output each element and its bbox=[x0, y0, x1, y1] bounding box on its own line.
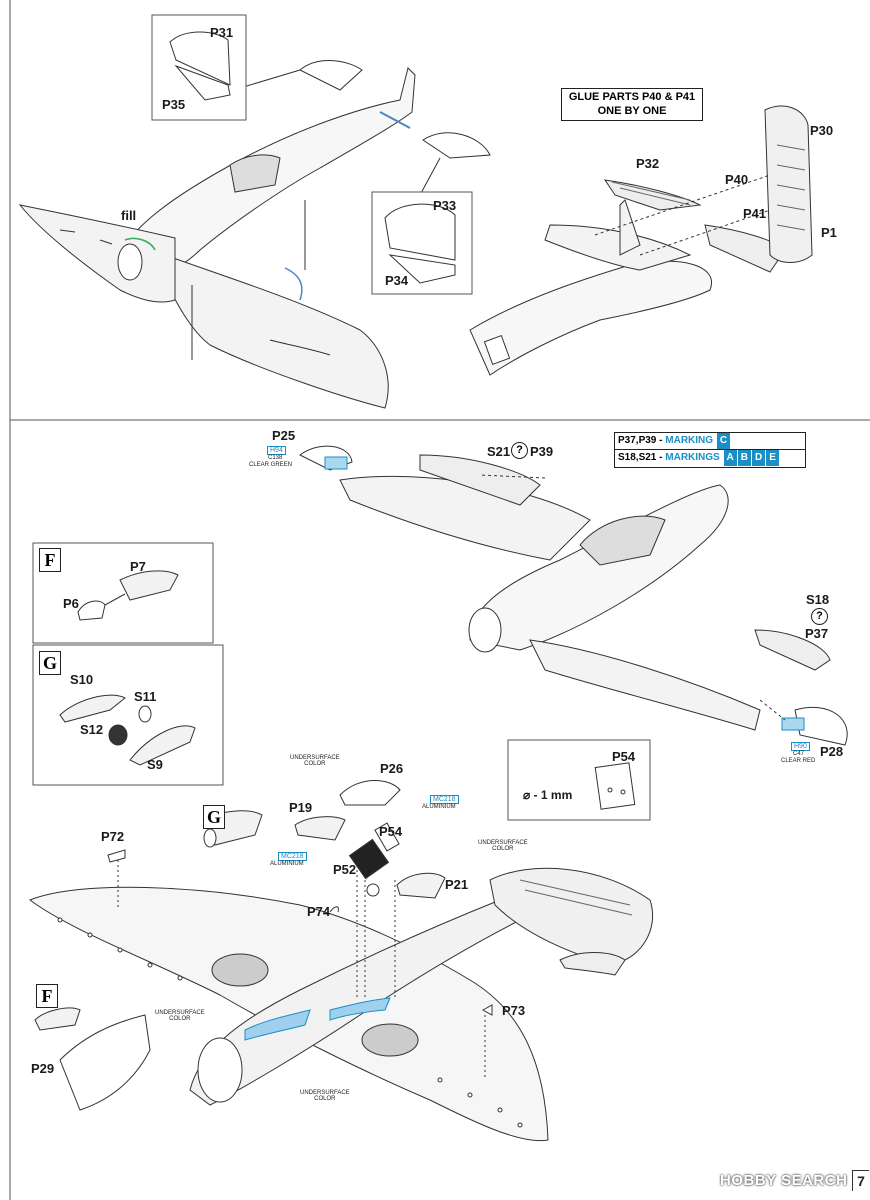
variant-g-badge: G bbox=[39, 651, 61, 675]
part-label-p29: P29 bbox=[31, 1061, 55, 1076]
undersurface-text: UNDERSURFACE bbox=[478, 840, 528, 846]
part-label-p25: P25 bbox=[272, 428, 296, 443]
part-label-p30: P30 bbox=[810, 123, 834, 138]
step2-tail-drawing bbox=[469, 105, 813, 376]
undersurface-text: UNDERSURFACE bbox=[300, 1090, 350, 1096]
markings-row1-label: MARKING bbox=[665, 435, 714, 446]
color-text: COLOR bbox=[169, 1016, 191, 1022]
marking-letter-c: C bbox=[716, 433, 731, 449]
undersurface-note-4: UNDERSURFACE COLOR bbox=[300, 1090, 350, 1102]
part-label-p33: P33 bbox=[433, 198, 457, 213]
question-circle-icon: ? bbox=[811, 608, 828, 625]
part-label-p34: P34 bbox=[385, 273, 409, 288]
part-label-p54-detail: P54 bbox=[612, 749, 636, 764]
p31-p35-detail-box bbox=[151, 14, 247, 121]
part-label-p32: P32 bbox=[636, 156, 660, 171]
variant-g-detail-box bbox=[32, 644, 224, 786]
clear-green-note: CLEAR GREEN bbox=[249, 462, 293, 468]
part-label-p35: P35 bbox=[162, 97, 186, 112]
aluminium-note-b: ALUMINIUM bbox=[270, 861, 304, 867]
color-code-c47: C47 bbox=[793, 751, 805, 757]
part-label-p1: P1 bbox=[821, 225, 837, 240]
part-label-p74: P74 bbox=[307, 904, 331, 919]
step4-loose-parts bbox=[34, 780, 493, 1111]
clear-red-note: CLEAR RED bbox=[781, 758, 816, 764]
part-label-s18: S18 bbox=[806, 592, 830, 607]
color-code-mc218-b: MC218 bbox=[278, 852, 307, 861]
part-label-p40: P40 bbox=[725, 172, 749, 187]
part-label-p39: P39 bbox=[530, 444, 554, 459]
color-code-h90: H90 bbox=[791, 742, 810, 751]
part-label-p37: P37 bbox=[805, 626, 829, 641]
part-label-s10: S10 bbox=[70, 672, 94, 687]
aluminium-note-a: ALUMINIUM bbox=[422, 804, 456, 810]
part-label-p6: P6 bbox=[63, 596, 79, 611]
part-label-p52: P52 bbox=[333, 862, 357, 877]
markings-row2-parts: S18,S21 - bbox=[618, 452, 663, 463]
part-label-p26: P26 bbox=[380, 761, 404, 776]
undersurface-note-3: UNDERSURFACE COLOR bbox=[155, 1010, 205, 1022]
p54-detail-box bbox=[507, 739, 651, 821]
markings-row1-parts: P37,P39 - bbox=[618, 435, 663, 446]
color-text: COLOR bbox=[492, 846, 514, 852]
markings-row-1: P37,P39 - MARKING C bbox=[615, 433, 805, 450]
variant-g-badge-step4: G bbox=[203, 805, 225, 829]
part-label-p54: P54 bbox=[379, 824, 403, 839]
fill-note: fill bbox=[121, 208, 137, 223]
undersurface-text: UNDERSURFACE bbox=[290, 755, 340, 761]
part-label-p7: P7 bbox=[130, 559, 146, 574]
marking-letter-a: A bbox=[723, 450, 737, 466]
watermark: HOBBY SEARCH bbox=[720, 1172, 848, 1189]
part-label-p72: P72 bbox=[101, 829, 125, 844]
step3-aircraft-drawing bbox=[299, 445, 848, 746]
part-label-s12: S12 bbox=[80, 722, 104, 737]
undersurface-note-1: UNDERSURFACE COLOR bbox=[290, 755, 340, 767]
glue-note-line2: ONE BY ONE bbox=[597, 105, 667, 117]
color-code-mc218-a: MC218 bbox=[430, 795, 459, 804]
variant-f-badge-step4: F bbox=[36, 984, 58, 1008]
markings-table: P37,P39 - MARKING C S18,S21 - MARKINGS A… bbox=[614, 432, 806, 468]
part-label-p21: P21 bbox=[445, 877, 469, 892]
marking-letter-d: D bbox=[751, 450, 766, 466]
part-label-s9: S9 bbox=[147, 757, 163, 772]
color-text: COLOR bbox=[314, 1096, 336, 1102]
variant-f-badge: F bbox=[39, 548, 61, 572]
markings-row2-label: MARKINGS bbox=[665, 452, 720, 463]
step4-aircraft-drawing bbox=[28, 860, 654, 1142]
color-code-c138: C138 bbox=[268, 455, 283, 461]
undersurface-note-2: UNDERSURFACE COLOR bbox=[478, 840, 528, 852]
color-code-h94: H94 bbox=[267, 446, 286, 455]
glue-note-line1: GLUE PARTS P40 & P41 bbox=[568, 91, 696, 103]
marking-letter-b: B bbox=[737, 450, 751, 466]
color-text: COLOR bbox=[304, 761, 326, 767]
part-label-s21: S21 bbox=[487, 444, 511, 459]
part-label-p19: P19 bbox=[289, 800, 313, 815]
question-circle-icon: ? bbox=[511, 442, 528, 459]
part-label-s11: S11 bbox=[134, 689, 157, 704]
p33-p34-detail-box bbox=[371, 191, 473, 295]
undersurface-text: UNDERSURFACE bbox=[155, 1010, 205, 1016]
part-label-p31: P31 bbox=[210, 25, 234, 40]
part-label-p73: P73 bbox=[502, 1003, 526, 1018]
drill-note: ⌀ - 1 mm bbox=[523, 788, 573, 802]
part-label-p28: P28 bbox=[820, 744, 844, 759]
variant-f-detail-box bbox=[32, 542, 214, 644]
glue-note-box: GLUE PARTS P40 & P41 ONE BY ONE bbox=[561, 88, 703, 121]
part-label-p41: P41 bbox=[743, 206, 767, 221]
step1-aircraft-drawing bbox=[18, 60, 491, 409]
page-number: 7 bbox=[852, 1170, 869, 1191]
marking-letter-e: E bbox=[766, 450, 779, 466]
